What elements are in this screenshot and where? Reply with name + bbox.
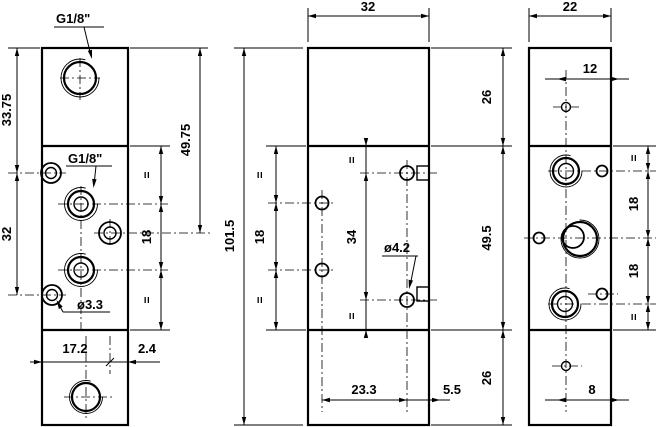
dim-right-bottom-offset: 8 bbox=[588, 382, 595, 397]
dim-left-pitch: 18 bbox=[139, 230, 154, 244]
middle-equal-right-upper: = bbox=[345, 156, 359, 163]
middle-view-dimensions: 32 101.5 = 18 = bbox=[222, 0, 512, 426]
dim-right-pitch-1: 18 bbox=[626, 197, 641, 211]
dim-middle-total-height: 101.5 bbox=[222, 220, 237, 253]
hole-dia-label-42: ø4.2 bbox=[384, 240, 410, 255]
middle-view-labels: ø4.2 bbox=[382, 240, 418, 289]
left-equal-mark-upper: = bbox=[140, 171, 154, 178]
left-view-holes bbox=[40, 58, 122, 414]
dim-middle-section-top: 26 bbox=[479, 90, 494, 104]
dim-middle-pitch-right: 34 bbox=[344, 229, 359, 244]
left-view-labels: G1/8" G1/8" ø3.3 bbox=[54, 11, 112, 313]
middle-equal-left-lower: = bbox=[253, 296, 267, 303]
middle-view: 32 101.5 = 18 = bbox=[222, 0, 512, 427]
dim-middle-span-edge: 5.5 bbox=[443, 382, 461, 397]
left-view-outline bbox=[40, 46, 130, 427]
right-view-outline bbox=[527, 46, 613, 427]
right-view: 22 12 = 18 18 = 8 bbox=[524, 0, 656, 427]
left-view-dimensions: 33.75 32 = 18 = 49.75 17.2 2.4 bbox=[0, 47, 208, 367]
right-equal-mark-lower: = bbox=[627, 313, 641, 320]
dim-middle-width: 32 bbox=[361, 0, 375, 14]
dim-left-height-right: 49.75 bbox=[178, 124, 193, 157]
dim-right-width: 22 bbox=[563, 0, 577, 14]
dim-middle-section-bottom: 26 bbox=[479, 371, 494, 385]
dim-right-hole-offset: 12 bbox=[583, 61, 597, 76]
right-equal-mark-upper: = bbox=[627, 154, 641, 161]
middle-equal-left-upper: = bbox=[253, 171, 267, 178]
right-view-centerlines bbox=[524, 70, 656, 412]
dim-left-height-mid: 32 bbox=[0, 227, 14, 241]
dim-left-width-main: 17.2 bbox=[62, 341, 87, 356]
dim-right-pitch-2: 18 bbox=[626, 264, 641, 278]
right-view-dimensions: 22 12 = 18 18 = 8 bbox=[528, 0, 656, 403]
middle-equal-right-lower: = bbox=[345, 312, 359, 319]
left-view-centerlines bbox=[8, 58, 212, 418]
left-view: 33.75 32 = 18 = 49.75 17.2 2.4 bbox=[0, 11, 212, 427]
thread-label-top: G1/8" bbox=[56, 11, 90, 26]
dim-middle-section-mid: 49.5 bbox=[479, 225, 494, 250]
dim-middle-pitch-left: 18 bbox=[252, 230, 267, 244]
hole-dia-label-33: ø3.3 bbox=[77, 297, 103, 312]
left-equal-mark-lower: = bbox=[140, 296, 154, 303]
middle-view-outline bbox=[306, 46, 431, 427]
thread-label-mid: G1/8" bbox=[68, 151, 102, 166]
dim-left-width-edge: 2.4 bbox=[138, 341, 157, 356]
middle-view-holes bbox=[314, 165, 415, 308]
middle-view-centerlines bbox=[268, 160, 440, 412]
dim-left-height-top: 33.75 bbox=[0, 94, 14, 127]
dim-middle-span-main: 23.3 bbox=[351, 382, 376, 397]
